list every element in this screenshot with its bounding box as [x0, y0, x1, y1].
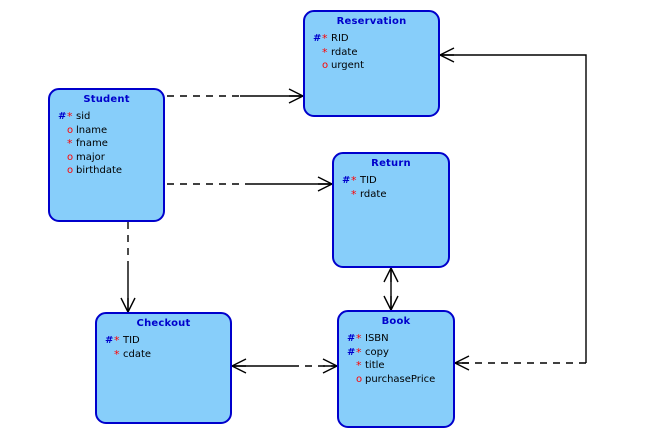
entity-return[interactable]: Return #*TID#*rdate	[332, 152, 450, 268]
segment-solid	[440, 54, 587, 363]
mandatory-icon: *	[67, 110, 73, 123]
connector-student-return[interactable]	[167, 176, 333, 192]
optional-icon: o	[67, 165, 74, 177]
mandatory-icon: *	[114, 334, 120, 347]
mandatory-icon: *	[67, 137, 73, 151]
crowsfoot-at-book	[454, 355, 470, 371]
mandatory-icon: *	[322, 45, 328, 59]
attribute-row: #*sid	[58, 110, 163, 124]
optional-icon: o	[67, 124, 74, 136]
entity-title: Checkout	[136, 318, 191, 329]
mandatory-icon: *	[356, 332, 362, 345]
mandatory-icon: *	[356, 345, 362, 359]
attribute-row: #*ISBN	[347, 332, 453, 346]
attribute-name: title	[365, 360, 385, 372]
attribute-list: #*TID#*rdate	[342, 174, 448, 201]
primary-key-icon: #	[347, 346, 356, 358]
attribute-name: urgent	[331, 60, 365, 72]
mandatory-icon: *	[322, 32, 328, 45]
pk-spacer: #	[58, 151, 67, 165]
mandatory-icon: *	[351, 174, 357, 187]
pk-spacer: #	[342, 188, 351, 202]
pk-spacer: #	[105, 348, 114, 362]
attribute-name: rdate	[360, 188, 387, 200]
attribute-name: ISBN	[365, 333, 389, 344]
entity-checkout[interactable]: Checkout #*TID#*cdate	[95, 312, 232, 424]
attribute-name: birthdate	[76, 165, 123, 177]
crowsfoot-at-book	[383, 295, 399, 311]
crowsfoot-at-book	[322, 358, 338, 374]
primary-key-icon: #	[313, 33, 322, 44]
attribute-name: cdate	[123, 348, 152, 360]
optional-icon: o	[356, 373, 363, 385]
attribute-name: TID	[123, 335, 140, 346]
attribute-row: #*TID	[342, 174, 448, 188]
entity-title: Student	[83, 94, 130, 105]
pk-spacer: #	[58, 164, 67, 178]
attribute-name: copy	[365, 346, 389, 358]
optional-icon: o	[322, 60, 329, 72]
pk-spacer: #	[347, 359, 356, 373]
mandatory-icon: *	[356, 359, 362, 373]
mandatory-icon: *	[114, 347, 120, 361]
pk-spacer: #	[58, 137, 67, 151]
primary-key-icon: #	[342, 175, 351, 186]
attribute-row: #*TID	[105, 334, 230, 348]
attribute-row: #*copy	[347, 346, 453, 360]
entity-student[interactable]: Student #*sid#olname#*fname#omajor#obirt…	[48, 88, 165, 222]
crowsfoot-at-return	[317, 176, 333, 192]
attribute-name: fname	[76, 138, 108, 150]
attribute-row: #*rdate	[342, 188, 448, 202]
connector-checkout-book[interactable]	[231, 358, 338, 374]
attribute-row: #*rdate	[313, 46, 438, 60]
connector-return-book[interactable]	[383, 267, 399, 311]
attribute-name: major	[76, 151, 105, 163]
entity-title: Book	[381, 316, 411, 327]
pk-spacer: #	[313, 59, 322, 73]
crowsfoot-at-checkout	[120, 297, 136, 313]
attribute-row: #*RID	[313, 32, 438, 46]
pk-spacer: #	[58, 124, 67, 138]
attribute-name: lname	[76, 124, 108, 136]
connector-student-reservation[interactable]	[167, 88, 304, 104]
connector-reservation-book[interactable]	[439, 47, 587, 371]
attribute-name: purchasePrice	[365, 373, 436, 385]
attribute-row: #*fname	[58, 137, 163, 151]
optional-icon: o	[67, 151, 74, 163]
mandatory-icon: *	[351, 187, 357, 201]
attribute-name: sid	[76, 111, 91, 122]
crowsfoot-at-reservation	[288, 88, 304, 104]
attribute-list: #*TID#*cdate	[105, 334, 230, 361]
crowsfoot-at-reservation	[439, 47, 455, 63]
attribute-name: RID	[331, 33, 349, 44]
primary-key-icon: #	[58, 111, 67, 122]
crowsfoot-at-return	[383, 267, 399, 283]
attribute-row: #*cdate	[105, 348, 230, 362]
attribute-name: TID	[360, 175, 377, 186]
entity-title: Reservation	[336, 16, 407, 27]
primary-key-icon: #	[105, 335, 114, 346]
entity-title: Return	[371, 158, 411, 169]
attribute-name: rdate	[331, 46, 358, 58]
primary-key-icon: #	[347, 333, 356, 344]
pk-spacer: #	[313, 46, 322, 60]
crowsfoot-at-checkout	[231, 358, 247, 374]
attribute-row: #*title	[347, 359, 453, 373]
pk-spacer: #	[347, 373, 356, 387]
connector-student-checkout[interactable]	[120, 222, 136, 313]
